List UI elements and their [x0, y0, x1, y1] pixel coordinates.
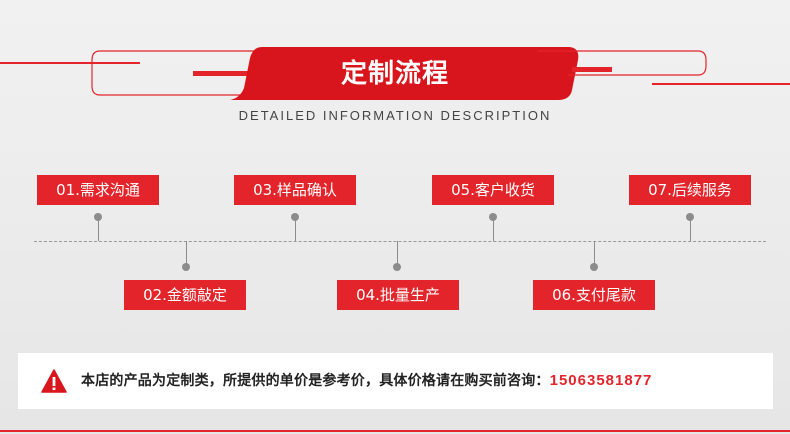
right-deco-outline [538, 50, 707, 76]
step-04-tick [397, 241, 398, 266]
step-04-dot [393, 263, 401, 271]
step-06-tick [594, 241, 595, 266]
notice-text: 本店的产品为定制类，所提供的单价是参考价，具体价格请在购买前咨询：1506358… [81, 371, 652, 391]
step-01-label: 01.需求沟通 [37, 175, 159, 205]
warning-icon [41, 369, 67, 393]
step-06-label: 06.支付尾款 [533, 280, 655, 310]
notice-message: 本店的产品为定制类，所提供的单价是参考价，具体价格请在购买前咨询： [81, 373, 550, 389]
left-deco-outline [91, 50, 258, 96]
step-07-tick [690, 217, 691, 241]
right-deco-bar [572, 67, 612, 72]
step-04-label: 04.批量生产 [337, 280, 459, 310]
step-07-label: 07.后续服务 [629, 175, 751, 205]
notice-phone: 15063581877 [549, 372, 653, 389]
step-06-dot [590, 263, 598, 271]
page-title: 定制流程 [340, 59, 449, 89]
left-deco-bar [193, 71, 253, 76]
timeline-line [34, 241, 766, 242]
step-03-tick [295, 217, 296, 241]
header-decoration [0, 47, 790, 100]
page-subtitle: DETAILED INFORMATION DESCRIPTION [238, 108, 552, 123]
step-01-tick [98, 217, 99, 241]
step-05-tick [493, 217, 494, 241]
step-03-label: 03.样品确认 [234, 175, 356, 205]
notice-bar: 本店的产品为定制类，所提供的单价是参考价，具体价格请在购买前咨询：1506358… [18, 353, 773, 409]
step-02-tick [186, 241, 187, 266]
title-banner [230, 47, 579, 100]
step-02-label: 02.金额敲定 [124, 280, 246, 310]
step-02-dot [182, 263, 190, 271]
step-05-label: 05.客户收货 [432, 175, 554, 205]
bottom-divider [0, 430, 790, 432]
